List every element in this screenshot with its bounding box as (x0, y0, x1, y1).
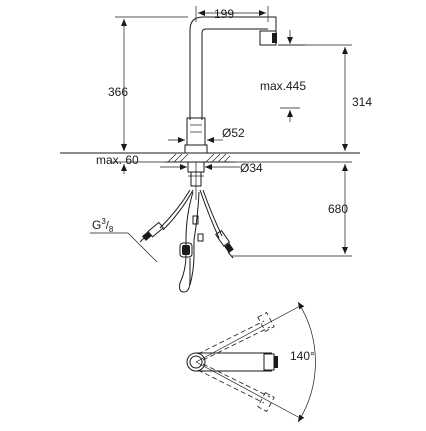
hole-diameter-label: Ø34 (240, 161, 263, 175)
dimension-hole-diameter: Ø34 (160, 161, 263, 175)
thread-numerator: 3 (101, 217, 106, 226)
spout-reach-label: 199 (214, 7, 234, 21)
hoses (159, 189, 223, 293)
swivel-angle-label: 140° (290, 349, 315, 363)
height-above-deck-label: 314 (352, 95, 372, 109)
faucet-side-view (184, 16, 277, 154)
thread-label: G3/8 (92, 217, 114, 234)
dimension-thread: G3/8 (90, 217, 158, 263)
dimension-spout-height: 366 (108, 16, 188, 151)
length-below-deck-label: 680 (328, 202, 348, 216)
dimension-body-diameter: Ø52 (168, 126, 245, 143)
dimension-height-above-deck: 314 (278, 44, 372, 151)
max-pullout-label: max.445 (260, 79, 306, 93)
under-deck-mounting (187, 161, 205, 200)
hose-end-fittings (139, 221, 234, 259)
dimension-max-pullout: max.445 (260, 30, 306, 122)
dimension-spout-reach: 199 (195, 6, 269, 22)
swivel-top-view: 140° (186, 301, 316, 423)
body-diameter-label: Ø52 (222, 126, 245, 140)
dimension-length-below-deck: 680 (230, 161, 352, 257)
max-deck-thickness-label: max. 60 (96, 153, 139, 167)
thread-base: G (92, 218, 101, 232)
spout-height-label: 366 (108, 85, 128, 99)
thread-denominator: 8 (109, 225, 114, 234)
dimension-max-deck-thickness: max. 60 (96, 143, 165, 174)
